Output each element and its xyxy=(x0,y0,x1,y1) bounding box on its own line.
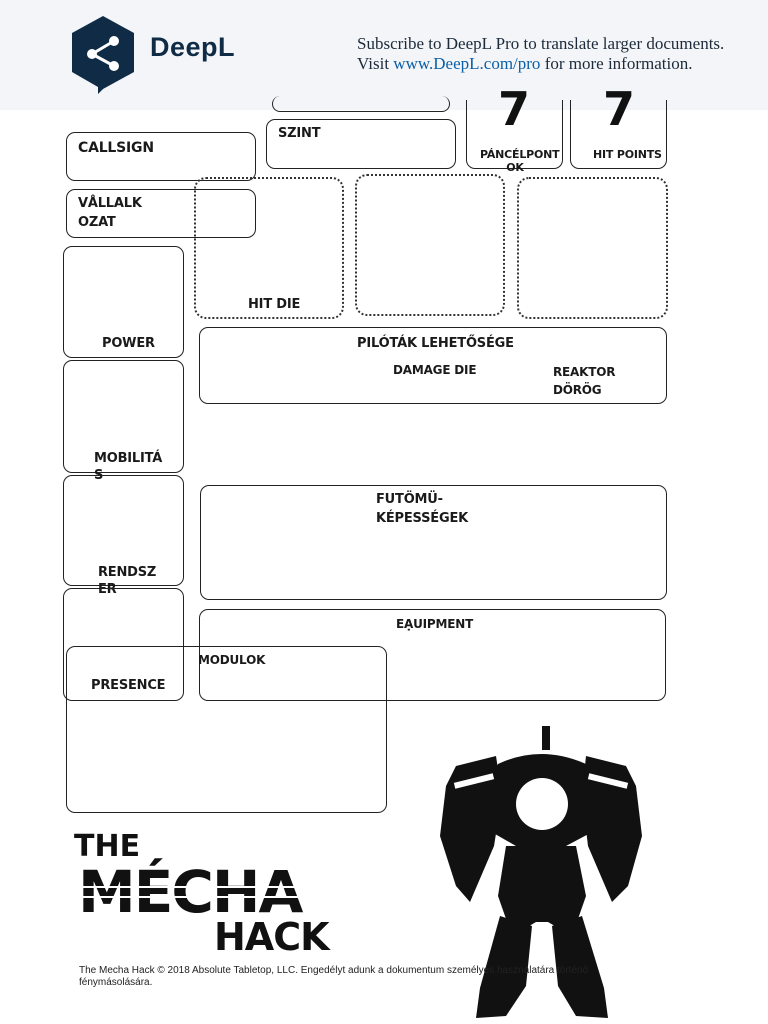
hit-points-value: 7 xyxy=(603,82,636,136)
top-partial-box xyxy=(272,96,450,112)
promo-suffix-text: for more information. xyxy=(540,54,693,73)
power-label: POWER xyxy=(102,336,155,351)
company-label-line-1: VÅLLALK xyxy=(78,196,142,211)
promo-line-1: Subscribe to DeepL Pro to translate larg… xyxy=(357,34,725,53)
reactor-label: REAKTOR DÖRÖG xyxy=(553,363,615,399)
equipment-box[interactable] xyxy=(199,609,666,701)
company-label-line-2: OZAT xyxy=(78,215,116,230)
footer-line-1: The Mecha Hack © 2018 Absolute Tabletop,… xyxy=(79,965,589,976)
modules-box[interactable] xyxy=(66,646,387,813)
mecha-hack-logo-art: THE MÉCHA HACK xyxy=(74,829,378,959)
armor-points-value: 7 xyxy=(498,82,531,136)
hit-die-box-2[interactable] xyxy=(355,174,505,316)
deepl-brand-name[interactable]: DeepL xyxy=(150,32,236,62)
reactor-label-line-1: REAKTOR xyxy=(553,365,616,379)
pilot-options-box[interactable] xyxy=(199,327,667,404)
callsign-label: CALLSIGN xyxy=(78,140,154,156)
equipment-label: EẠUIPMENT xyxy=(396,617,474,631)
hit-points-box[interactable] xyxy=(570,100,667,169)
system-label: RENDSZ ER xyxy=(98,563,156,599)
damage-die-label: DAMAGE DIE xyxy=(393,363,477,377)
mech-silhouette-image xyxy=(440,726,642,1018)
frame-abilities-line-1: FUTÖMÜ- xyxy=(376,492,443,507)
promo-text: Subscribe to DeepL Pro to translate larg… xyxy=(357,34,724,74)
armor-points-label: PÁNCÉLPONT OK xyxy=(480,148,560,174)
callsign-box[interactable] xyxy=(66,132,256,181)
level-box[interactable] xyxy=(266,119,456,169)
system-label-line-2: ER xyxy=(98,582,117,597)
logo-the-text: THE xyxy=(74,829,140,864)
logo-hack-text: HACK xyxy=(214,915,331,956)
deepl-banner: DeepL Subscribe to DeepL Pro to translat… xyxy=(0,0,768,110)
system-box[interactable] xyxy=(63,475,184,586)
system-label-line-1: RENDSZ xyxy=(98,565,157,580)
hit-points-label: HIT POINTS xyxy=(593,148,662,161)
pilot-options-label: PILÓTÁK LEHETŐSÉGE xyxy=(357,336,514,351)
frame-abilities-line-2: KÉPESSÉGEK xyxy=(376,511,469,526)
hit-die-box-1[interactable] xyxy=(194,177,344,319)
armor-points-box[interactable] xyxy=(466,100,563,169)
company-label: VÅLLALK OZAT xyxy=(78,194,142,232)
hit-die-box-3[interactable] xyxy=(517,177,668,319)
presence-label: PRESENCE xyxy=(91,678,166,693)
promo-line-2: Visit www.DeepL.com/pro for more informa… xyxy=(357,54,724,74)
level-label: SZINT xyxy=(278,126,321,141)
company-box[interactable] xyxy=(66,189,256,238)
copyright-footer: The Mecha Hack © 2018 Absolute Tabletop,… xyxy=(79,965,679,989)
reactor-label-line-2: DÖRÖG xyxy=(553,383,602,397)
presence-box[interactable] xyxy=(63,588,184,701)
mecha-hack-logo: THE MÉCHA HACK xyxy=(74,826,394,961)
deepl-logo-icon[interactable] xyxy=(68,14,138,96)
frame-abilities-box[interactable] xyxy=(200,485,667,600)
power-box[interactable] xyxy=(63,246,184,358)
armor-label-line-2: OK xyxy=(506,161,524,174)
logo-mecha-text: MÉCHA xyxy=(78,857,303,926)
frame-abilities-label: FUTÖMÜ- KÉPESSÉGEK xyxy=(376,490,468,528)
promo-visit-text: Visit xyxy=(357,54,394,73)
footer-line-2: fénymásolására. xyxy=(79,977,153,988)
modules-label: MODULOK xyxy=(198,653,266,667)
armor-label-line-1: PÁNCÉLPONT xyxy=(480,148,560,161)
mobility-box[interactable] xyxy=(63,360,184,473)
deepl-pro-link[interactable]: www.DeepL.com/pro xyxy=(393,54,541,73)
mobility-label-line-1: MOBILITÁ xyxy=(94,451,163,466)
hit-die-label: HIT DIE xyxy=(248,297,301,312)
